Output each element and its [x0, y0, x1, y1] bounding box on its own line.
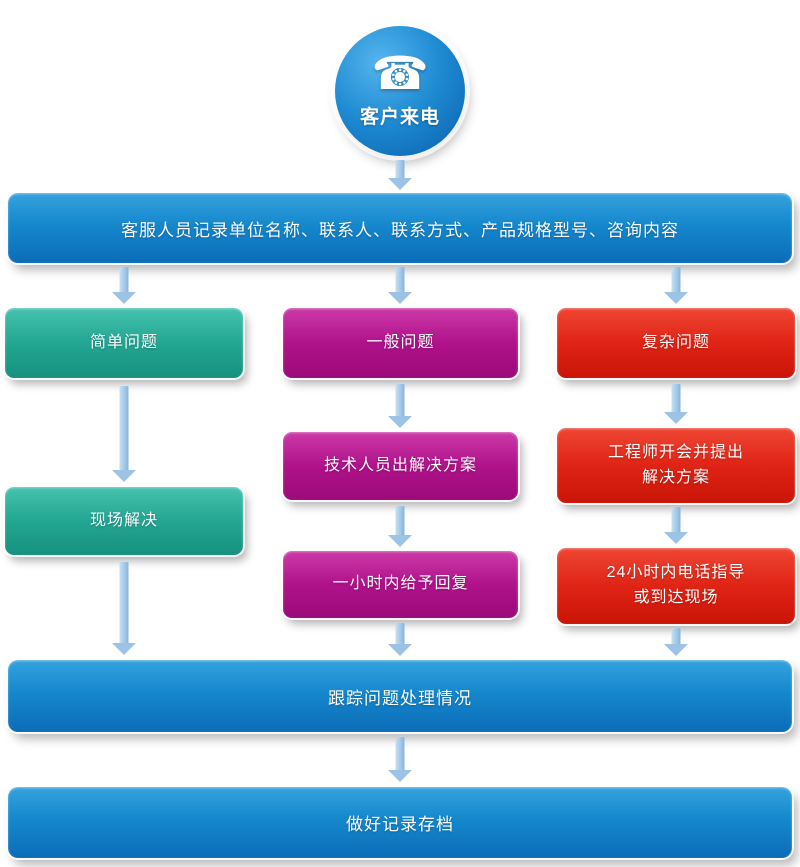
start-node-label: 客户来电	[359, 106, 440, 128]
arrow-record-to-simple	[112, 267, 136, 304]
node-guidance-24h-line1: 24小时内电话指导	[606, 564, 746, 582]
node-simple-problem: 简单问题	[5, 308, 243, 378]
track-bar: 跟踪问题处理情况	[8, 660, 792, 732]
arrow-onsite-to-track	[112, 562, 136, 655]
node-guidance-24h: 24小时内电话指导 或到达现场	[557, 548, 795, 624]
node-complex-problem: 复杂问题	[557, 308, 795, 378]
node-engineer-meeting-line2: 解决方案	[641, 468, 710, 486]
node-engineer-meeting-line1: 工程师开会并提出	[607, 443, 744, 461]
arrow-guidance-to-track	[664, 628, 688, 656]
track-bar-label: 跟踪问题处理情况	[328, 688, 472, 708]
node-guidance-24h-line2: 或到达现场	[633, 589, 719, 606]
node-engineer-meeting: 工程师开会并提出 解决方案	[557, 428, 795, 503]
arrow-record-to-complex	[664, 267, 688, 304]
node-general-problem-label: 一般问题	[366, 333, 435, 351]
arrow-general-to-tech	[388, 384, 412, 428]
start-node-customer-call: ☎ 客户来电	[335, 26, 465, 156]
node-general-problem: 一般问题	[283, 308, 518, 378]
node-reply-one-hour: 一小时内给予回复	[283, 551, 518, 618]
arrow-start-to-record	[388, 160, 412, 190]
record-bar: 客服人员记录单位名称、联系人、联系方式、产品规格型号、咨询内容	[8, 193, 792, 263]
phone-icon: ☎	[371, 46, 429, 99]
node-tech-solution: 技术人员出解决方案	[283, 432, 518, 500]
arrow-simple-to-onsite	[112, 386, 136, 482]
record-bar-label: 客服人员记录单位名称、联系人、联系方式、产品规格型号、咨询内容	[121, 220, 679, 240]
arrow-engineer-to-guidance	[664, 507, 688, 544]
archive-bar-label: 做好记录存档	[346, 815, 454, 834]
arrow-tech-to-reply	[388, 506, 412, 547]
arrow-track-to-archive	[388, 737, 412, 782]
arrow-reply-to-track	[388, 623, 412, 656]
arrow-record-to-general	[388, 267, 412, 304]
archive-bar: 做好记录存档	[8, 787, 792, 858]
node-reply-one-hour-label: 一小时内给予回复	[332, 575, 469, 593]
node-onsite-solution: 现场解决	[5, 487, 243, 555]
node-tech-solution-label: 技术人员出解决方案	[323, 456, 477, 474]
node-simple-problem-label: 简单问题	[89, 333, 158, 351]
arrow-complex-to-engineer	[664, 384, 688, 424]
node-onsite-solution-label: 现场解决	[89, 511, 158, 529]
node-complex-problem-label: 复杂问题	[641, 333, 710, 351]
